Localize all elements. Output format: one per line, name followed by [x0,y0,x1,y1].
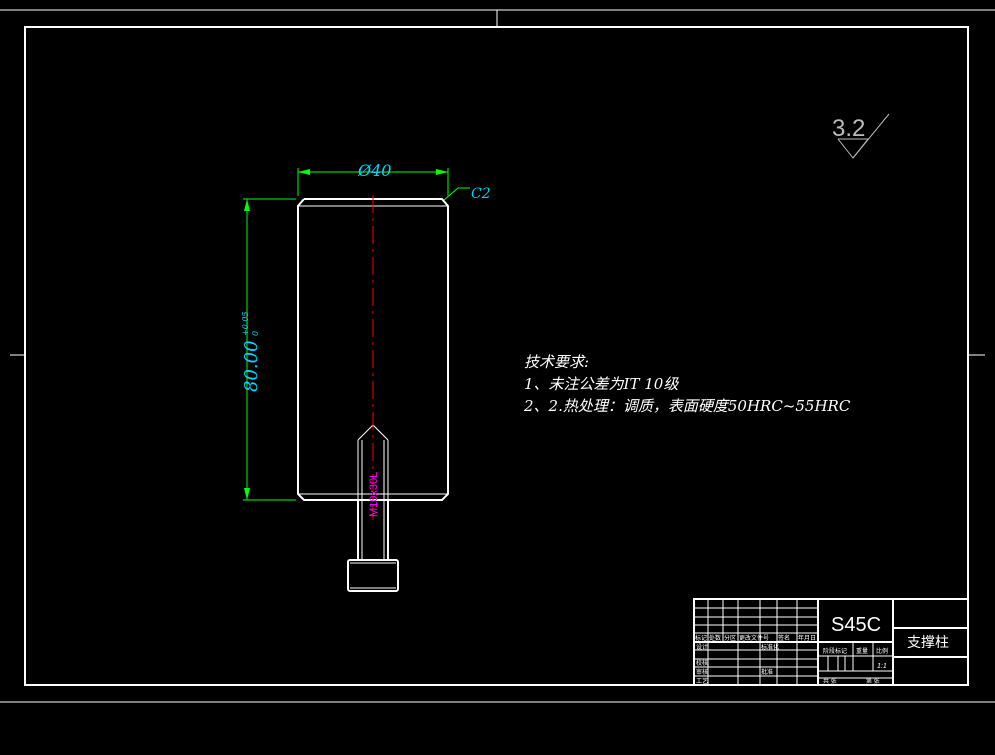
length-dimension: 80.00 +0.05 0 [241,198,296,501]
rev-header-3: 更改文件号 [739,634,769,642]
diameter-value: Ø40 [357,161,391,180]
stage-mark-header: 阶段标记 [823,647,847,655]
role-standard: 标准化 [761,643,779,651]
roughness-value: 3.2 [832,115,865,142]
scale-header: 比例 [876,647,888,655]
scale-value: 1:1 [877,663,887,670]
length-tolerance-upper: +0.05 [241,311,250,336]
technical-notes: 技术要求: 1、未注公差为IT 10级 2、2.热处理：调质，表面硬度50HRC… [523,353,851,415]
chamfer-value: C2 [471,186,491,202]
part-view: M10x30L [297,195,449,592]
rev-header-2: 分区 [724,634,736,642]
chamfer-leader: C2 [443,186,491,202]
rev-header-1: 处数 [709,634,721,642]
sheet-total: 共 张 [823,677,837,685]
weight-header: 重量 [856,647,868,655]
role-design: 设计 [696,643,708,651]
length-value: 80.00 [241,340,262,392]
title-block-text: S45C 支撑柱 1:1 阶段标记 重量 比例 共 张 第 张 标记 处数 分区… [695,614,949,685]
notes-line-1: 1、未注公差为IT 10级 [524,375,679,393]
role-approve: 批准 [761,668,773,676]
sheet-frame [0,9,995,703]
material-label: S45C [831,614,881,636]
rev-header-4: 签名 [778,634,790,642]
role-process: 工艺 [696,677,708,685]
notes-line-2: 2、2.热处理：调质，表面硬度50HRC~55HRC [523,397,851,415]
sheet-number: 第 张 [866,677,880,685]
thread-label: M10x30L [368,472,380,517]
diameter-dimension: Ø40 [297,161,449,196]
roughness-symbol: 3.2 [832,113,890,159]
rev-header-0: 标记 [695,634,707,642]
role-review: 审核 [696,668,708,676]
length-tolerance-lower: 0 [251,331,260,336]
bolt [347,500,399,592]
notes-title: 技术要求: [524,353,589,371]
rev-header-5: 年月日 [798,634,816,642]
part-name: 支撑柱 [907,634,949,650]
role-check: 校核 [696,659,708,667]
title-block [693,598,969,686]
